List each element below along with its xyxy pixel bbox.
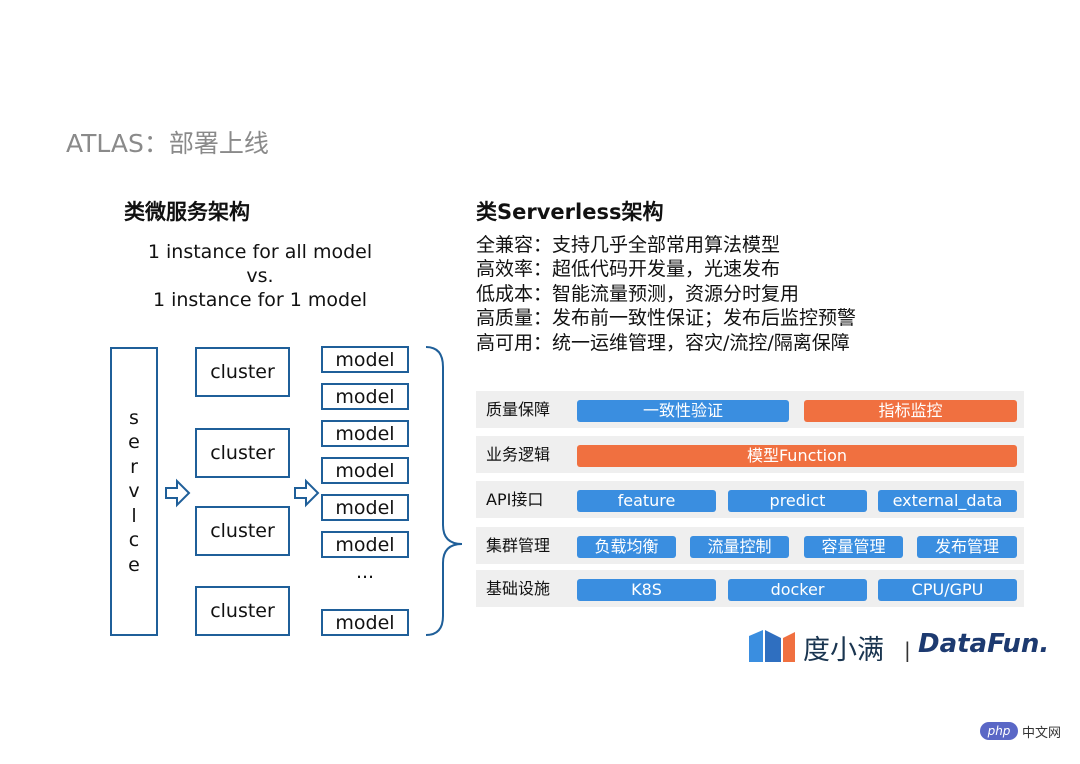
hollow-arrow-icon	[165, 478, 191, 508]
model-box-2: model	[321, 383, 409, 410]
cluster-box-2: cluster	[195, 428, 290, 478]
layer-pill: 发布管理	[917, 536, 1017, 558]
model-box-1: model	[321, 346, 409, 373]
layer-pill: predict	[728, 490, 867, 512]
service-letter: v	[128, 480, 140, 503]
service-letter: e	[128, 553, 140, 576]
cluster-box-4: cluster	[195, 586, 290, 636]
instance-comparison: 1 instance for all model vs. 1 instance …	[130, 240, 390, 312]
feature-item: 高效率：超低代码开发量，光速发布	[476, 258, 781, 281]
model-ellipsis: ...	[355, 561, 375, 583]
arch-row-quality: 质量保障 一致性验证 指标监控	[476, 391, 1024, 428]
feature-item: 高质量：发布前一致性保证；发布后监控预警	[476, 307, 857, 330]
cluster-box-1: cluster	[195, 347, 290, 397]
slide-title: ATLAS：部署上线	[66, 129, 269, 158]
microservice-section-title: 类微服务架构	[124, 200, 250, 224]
row-label: 基础设施	[486, 579, 551, 598]
service-letter: c	[128, 529, 140, 552]
service-letter: r	[130, 455, 138, 478]
layer-pill: CPU/GPU	[878, 579, 1017, 601]
model-box-4: model	[321, 457, 409, 484]
row-label: 业务逻辑	[486, 445, 551, 464]
arch-row-cluster-management: 集群管理 负载均衡 流量控制 容量管理 发布管理	[476, 527, 1024, 564]
arch-row-business-logic: 业务逻辑 模型Function	[476, 436, 1024, 473]
hollow-arrow-icon	[294, 478, 320, 508]
feature-item: 低成本：智能流量预测，资源分时复用	[476, 282, 800, 305]
arch-row-api: API接口 feature predict external_data	[476, 481, 1024, 518]
comparison-vs: vs.	[246, 265, 274, 287]
row-label: API接口	[486, 490, 544, 509]
watermark-text: 中文网	[1022, 726, 1062, 741]
php-watermark-badge: php	[980, 722, 1018, 740]
model-box-5: model	[321, 494, 409, 521]
layer-pill: 指标监控	[804, 400, 1017, 422]
duxiaoman-logo-icon	[749, 630, 795, 662]
datafun-logo-text: DataFun.	[918, 629, 1050, 659]
service-letter: s	[129, 406, 139, 429]
layer-pill: 负载均衡	[577, 536, 676, 558]
row-label: 集群管理	[486, 536, 551, 555]
service-box: s e r v l c e	[110, 347, 158, 636]
layer-pill: feature	[577, 490, 716, 512]
row-label: 质量保障	[486, 400, 551, 419]
cluster-box-3: cluster	[195, 506, 290, 556]
comparison-line-2: 1 instance for 1 model	[152, 289, 368, 311]
layer-pill: docker	[728, 579, 867, 601]
comparison-line-1: 1 instance for all model	[147, 241, 373, 263]
arch-row-infrastructure: 基础设施 K8S docker CPU/GPU	[476, 570, 1024, 607]
model-box-7: model	[321, 609, 409, 636]
feature-item: 高可用：统一运维管理，容灾/流控/隔离保障	[476, 331, 850, 354]
service-letter: l	[131, 504, 137, 527]
right-brace	[425, 346, 463, 636]
model-box-3: model	[321, 420, 409, 447]
serverless-section-title: 类Serverless架构	[476, 200, 664, 224]
layer-pill: 容量管理	[804, 536, 903, 558]
logo-divider: |	[904, 638, 911, 662]
feature-list: 全兼容：支持几乎全部常用算法模型 高效率：超低代码开发量，光速发布 低成本：智能…	[476, 233, 856, 355]
duxiaoman-logo-text: 度小满	[803, 635, 884, 666]
model-box-6: model	[321, 531, 409, 558]
layer-pill: 一致性验证	[577, 400, 789, 422]
layer-pill: K8S	[577, 579, 716, 601]
feature-item: 全兼容：支持几乎全部常用算法模型	[476, 234, 781, 256]
layer-pill: 模型Function	[577, 445, 1017, 467]
service-letter: e	[128, 431, 140, 454]
layer-pill: external_data	[878, 490, 1017, 512]
layer-pill: 流量控制	[690, 536, 789, 558]
